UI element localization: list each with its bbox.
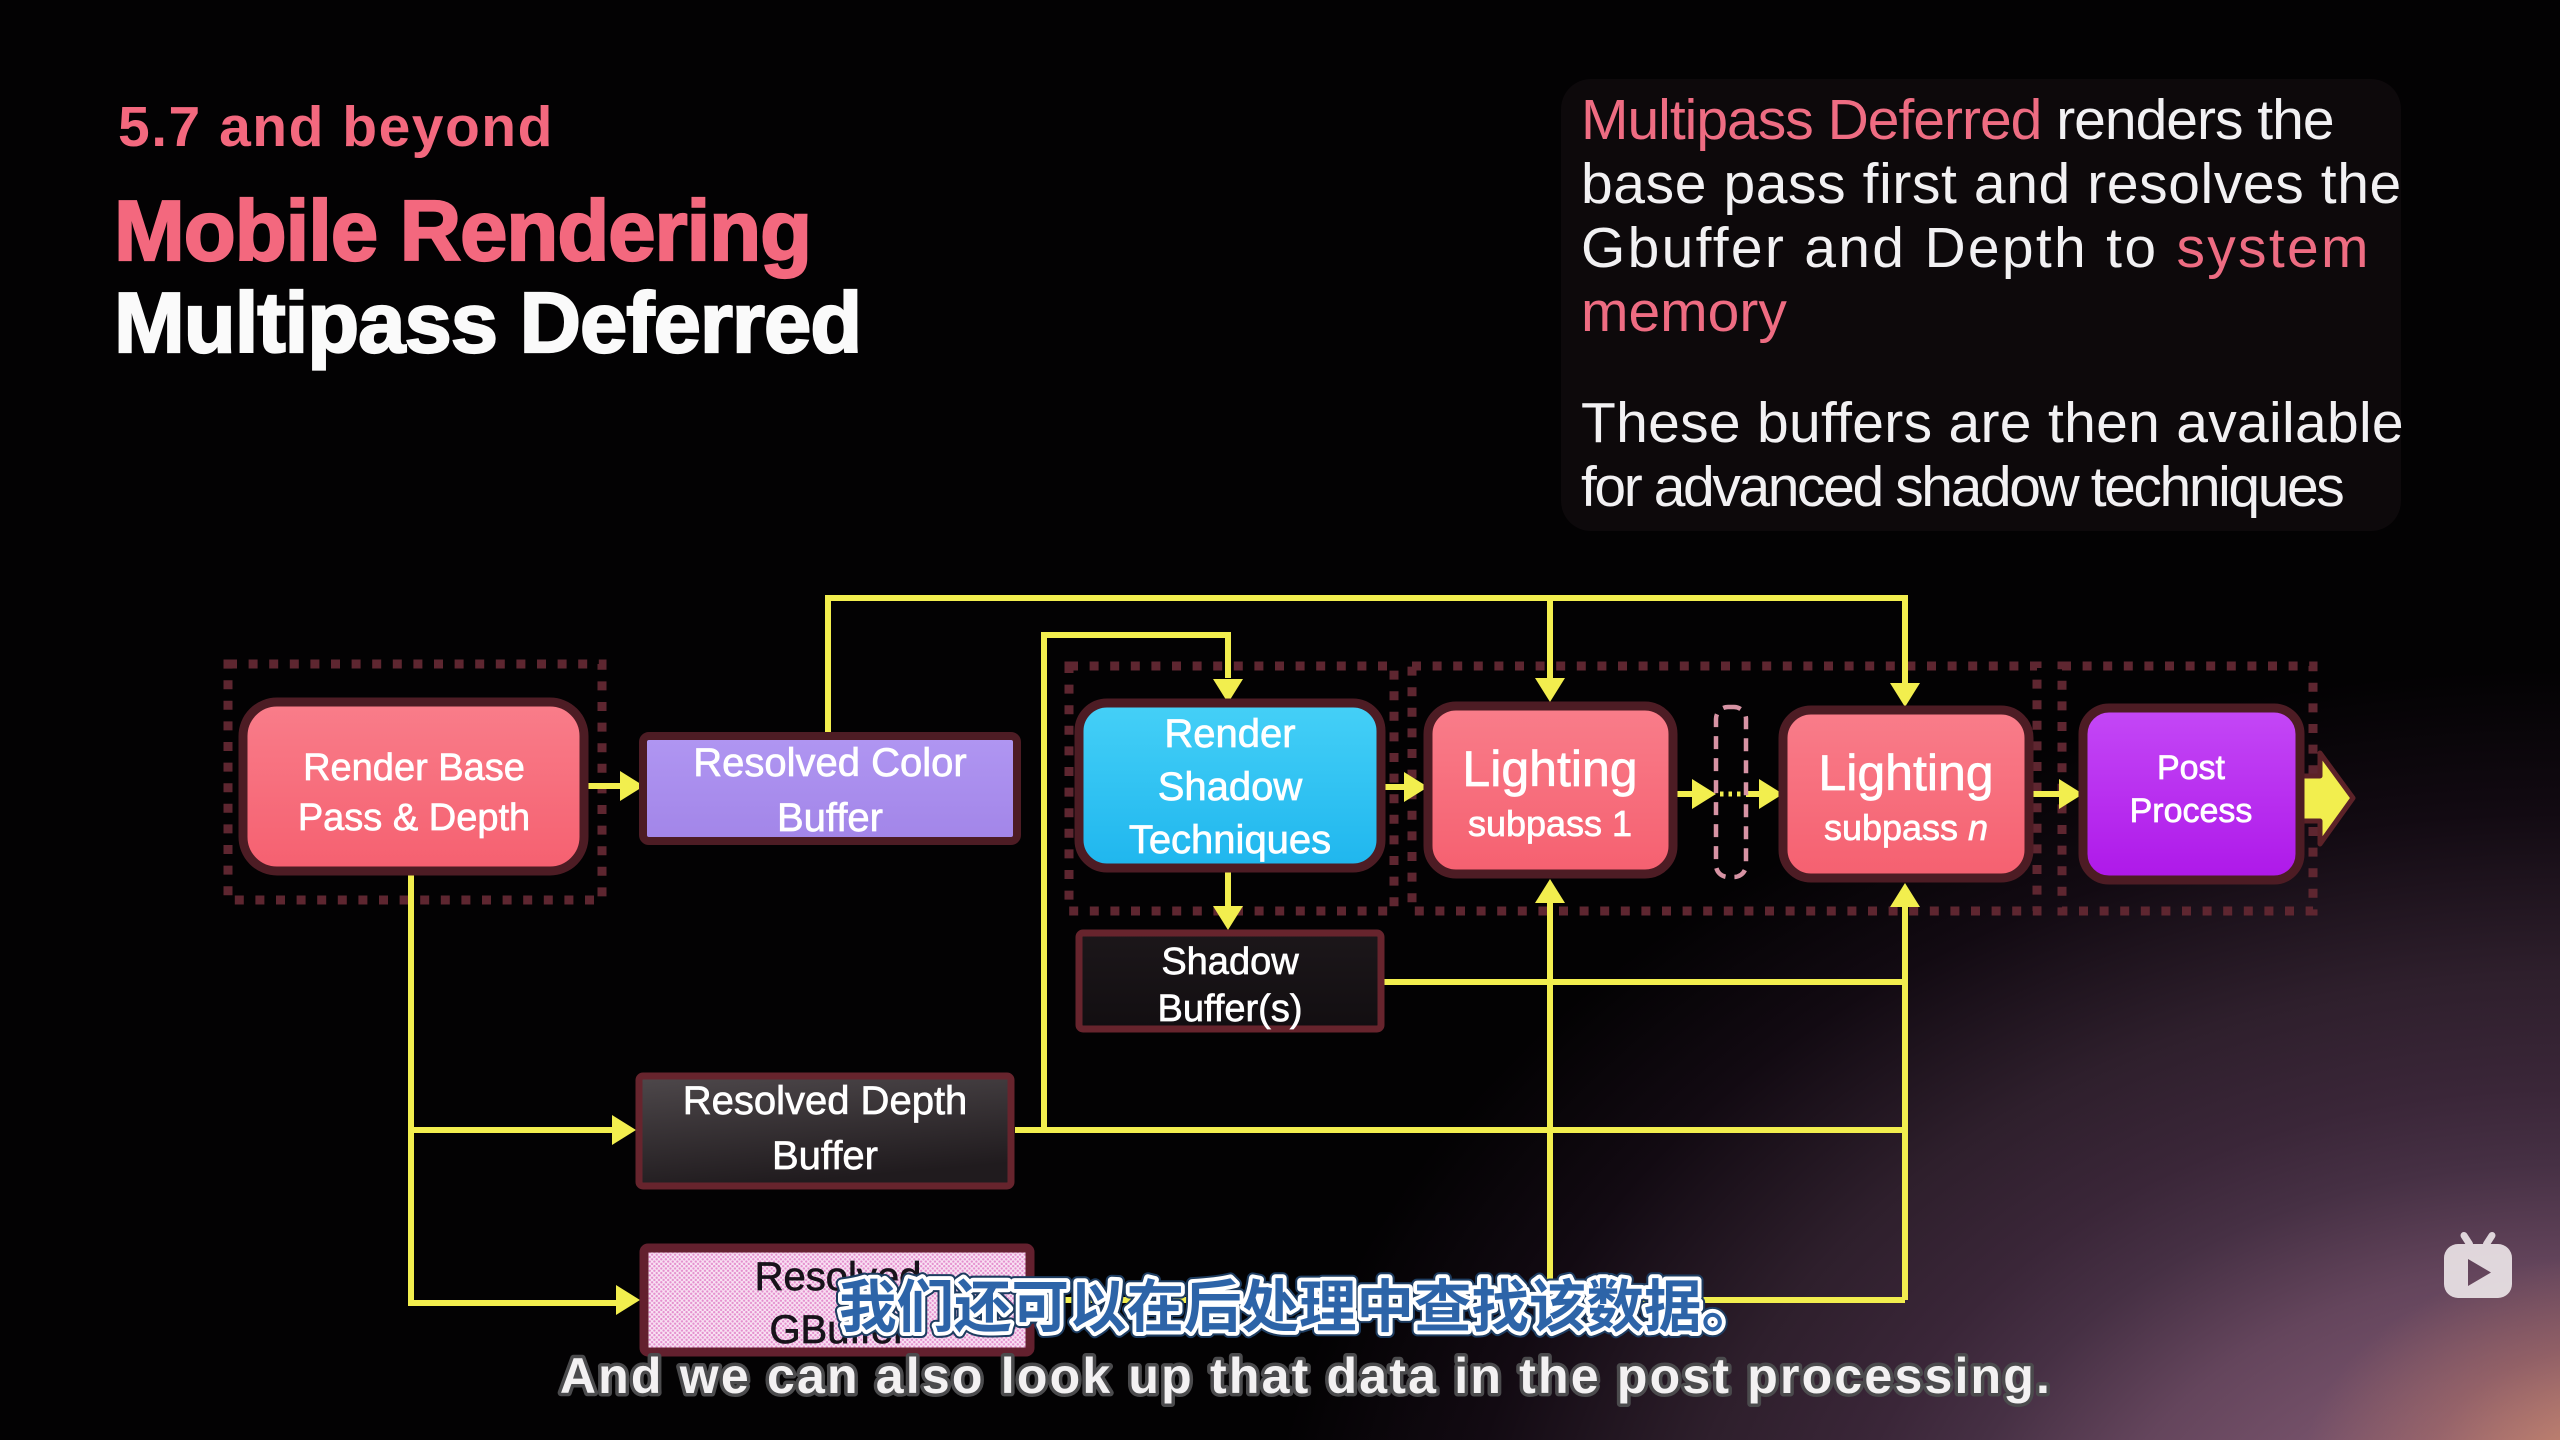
svg-text:Lighting: Lighting (1818, 745, 1993, 801)
svg-text:Buffer: Buffer (772, 1134, 878, 1178)
svg-text:Render Base: Render Base (303, 747, 525, 789)
svg-text:Process: Process (2130, 792, 2253, 830)
svg-text:Techniques: Techniques (1129, 818, 1331, 862)
svg-text:Shadow: Shadow (1158, 765, 1303, 809)
svg-text:subpass n: subpass n (1824, 807, 1988, 848)
svg-text:Resolved Color: Resolved Color (693, 741, 966, 785)
svg-text:subpass 1: subpass 1 (1468, 803, 1632, 844)
svg-text:Buffer: Buffer (777, 796, 883, 840)
svg-text:Buffer(s): Buffer(s) (1157, 988, 1302, 1030)
svg-text:Lighting: Lighting (1462, 741, 1637, 797)
svg-text:Pass & Depth: Pass & Depth (298, 797, 530, 839)
svg-text:And we can also look up that d: And we can also look up that data in the… (560, 1348, 2052, 1404)
svg-text:Post: Post (2157, 749, 2226, 787)
svg-text:Resolved Depth: Resolved Depth (683, 1079, 968, 1123)
svg-text:Shadow: Shadow (1161, 941, 1299, 983)
svg-text:Render: Render (1164, 712, 1295, 756)
